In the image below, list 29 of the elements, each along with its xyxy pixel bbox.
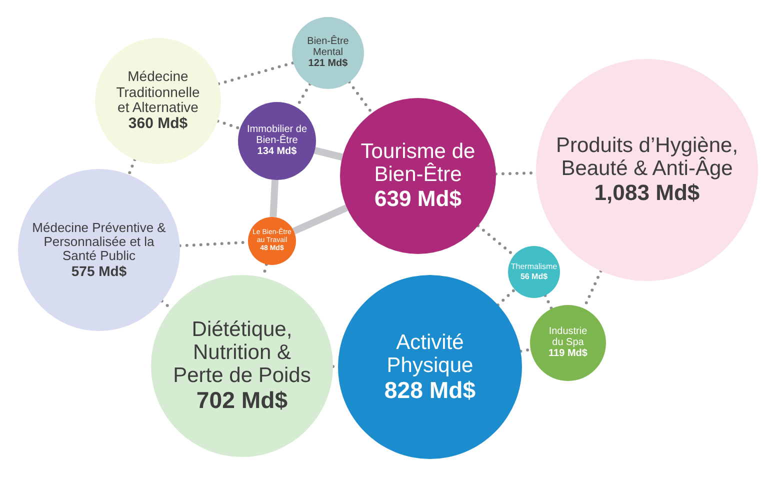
dotted-connector: [216, 120, 242, 130]
segment-name: Activité Physique: [386, 330, 474, 377]
segment-name: Médecine Traditionnelle et Alternative: [115, 69, 201, 116]
segment-name: Bien-Être Mental: [306, 36, 350, 58]
segment-name: Diététique, Nutrition & Perte de Poids: [172, 318, 312, 388]
dotted-connector: [348, 80, 374, 115]
market-value: 360 Md$: [128, 115, 188, 133]
market-value: 702 Md$: [196, 387, 288, 414]
segment-name: Thermalisme: [510, 263, 558, 272]
dotted-connector: [496, 288, 516, 306]
dotted-connector: [127, 158, 136, 176]
segment-name: Produits d’Hygiène, Beauté & Anti-Âge: [554, 134, 740, 180]
market-value: 119 Md$: [548, 348, 588, 360]
market-value: 575 Md$: [71, 263, 127, 280]
market-value: 639 Md$: [374, 186, 462, 212]
segment-name: Industrie du Spa: [548, 326, 588, 348]
segment-name: Tourisme de Bien-Être: [360, 140, 476, 186]
dotted-connector: [544, 294, 554, 310]
market-value: 121 Md$: [308, 58, 348, 70]
connector-bar: [270, 180, 279, 218]
market-value: 134 Md$: [257, 146, 297, 158]
connector-bar: [292, 204, 348, 234]
connector-bar: [314, 147, 344, 161]
dotted-connector: [217, 61, 295, 86]
segment-name: Immobilier de Bien-Être: [246, 124, 308, 146]
market-value: 56 Md$: [520, 272, 548, 281]
market-value: 1,083 Md$: [594, 180, 700, 206]
market-value: 828 Md$: [384, 376, 476, 404]
segment-name: Médecine Préventive & Personnalisée et la Santé Public: [31, 220, 167, 264]
